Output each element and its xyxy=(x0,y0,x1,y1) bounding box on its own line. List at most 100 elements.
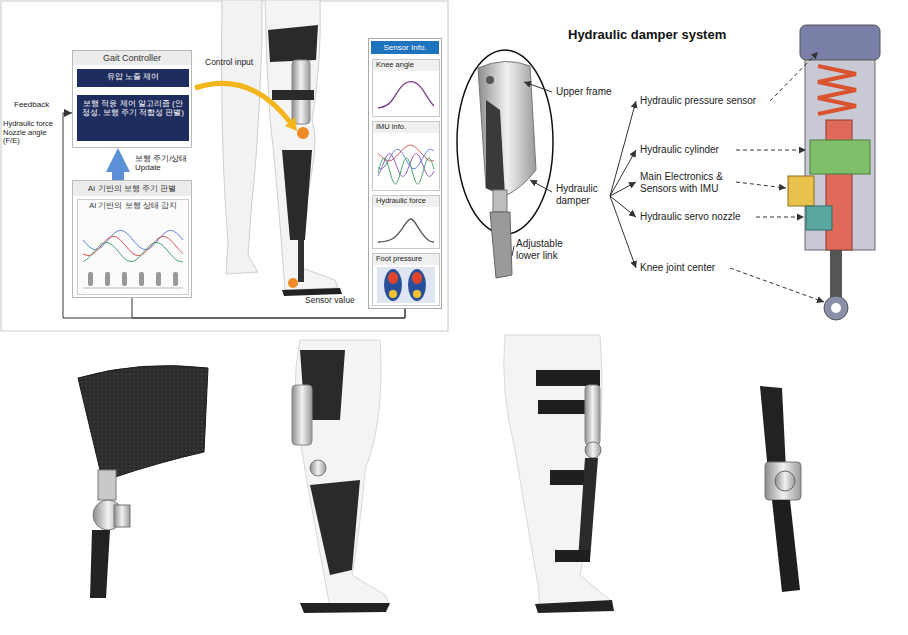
imu-curve xyxy=(378,153,434,176)
carbon-cuff xyxy=(78,366,208,478)
lower-bar xyxy=(90,530,110,598)
foot-map xyxy=(384,269,402,301)
pressure-spot xyxy=(412,272,422,284)
servo-nozzle xyxy=(806,206,832,230)
process-box: 보행 적응 제어 알고리즘 (안정성, 보행 주기 적합성 판별) xyxy=(77,95,189,141)
damper xyxy=(292,385,312,445)
shin-shell xyxy=(310,480,360,575)
knee-curve xyxy=(378,81,434,107)
render-leg-side xyxy=(292,340,390,613)
leader-line xyxy=(524,82,552,92)
pressure-spot xyxy=(388,272,398,284)
shin-bar xyxy=(578,458,598,560)
cap xyxy=(800,25,880,60)
leader-line xyxy=(610,196,636,268)
strap xyxy=(555,550,590,562)
strap xyxy=(536,370,600,386)
hinge-block xyxy=(765,462,801,500)
signal-label: Control input xyxy=(205,58,267,68)
left-leg xyxy=(222,0,262,274)
leg xyxy=(504,335,612,611)
hinge xyxy=(493,190,507,212)
eye-hole xyxy=(831,303,841,313)
damper-body xyxy=(478,61,536,196)
lower-link xyxy=(490,212,512,278)
imu-curve xyxy=(378,149,434,168)
part-label: Main Electronics & Sensors with IMU xyxy=(640,171,740,194)
signal-label: Hydraulic force Nozzle angle (F/E) xyxy=(3,120,59,146)
foot-plate xyxy=(282,288,342,296)
hinge xyxy=(585,442,601,458)
part-label: Knee joint center xyxy=(640,262,770,274)
ankle-sensor xyxy=(288,278,298,288)
right-leg xyxy=(265,0,338,290)
node-text: Gait Controller xyxy=(73,51,191,65)
dashed-arrows xyxy=(730,52,824,302)
bracket xyxy=(98,470,116,500)
foot-map xyxy=(408,269,426,301)
gait-curve xyxy=(83,242,183,261)
node-text: Foot pressure xyxy=(373,254,439,265)
sensor-block xyxy=(788,176,814,206)
ankle-bar xyxy=(298,240,304,282)
leader-line xyxy=(756,217,804,218)
leg-figure xyxy=(222,0,342,296)
strap xyxy=(272,90,314,100)
part-label: Hydraulic pressure sensor xyxy=(640,95,775,107)
node-text: Knee angle xyxy=(373,60,439,71)
node-text: 보행 적응 제어 알고리즘 (안정성, 보행 주기 적합성 판별) xyxy=(77,95,189,121)
signal-label: Feedback xyxy=(14,100,58,109)
leader-line xyxy=(730,268,824,302)
highlight-ellipse xyxy=(457,50,553,234)
force-chart xyxy=(375,208,437,248)
connector xyxy=(112,166,124,180)
imu-curve xyxy=(378,158,434,184)
part-label: Hydraulic damper xyxy=(556,183,608,206)
sensor-card: Foot pressure xyxy=(372,253,440,306)
part-label: Hydraulic servo nozzle xyxy=(640,211,770,223)
gait-phase-icon xyxy=(88,272,93,286)
shin-shell xyxy=(282,150,312,240)
electronics xyxy=(810,140,870,174)
knee-sensor xyxy=(297,127,309,139)
render-cuff xyxy=(78,366,208,598)
node-text: AI 기반의 보행 주기 판별 xyxy=(73,181,191,196)
rod xyxy=(830,250,842,298)
spring xyxy=(818,66,856,114)
leader-line xyxy=(736,182,786,188)
lower-bar xyxy=(772,500,800,592)
control-arrow-head xyxy=(285,117,297,131)
hinge xyxy=(310,460,326,476)
gait-phase-icon xyxy=(156,272,161,286)
node-text: Sensor Info. xyxy=(371,41,439,54)
gait-phase-icon xyxy=(139,272,144,286)
axis xyxy=(83,287,183,288)
node-text: 유압 노즐 제어 xyxy=(77,69,189,84)
sensor-panel: Sensor Info.Knee angleIMU info.Hydraulic… xyxy=(368,38,442,309)
control-arrow xyxy=(195,83,290,122)
thigh-cuff xyxy=(268,25,318,62)
node-text: AI 기반의 보행 상태 감지 xyxy=(78,200,188,213)
leader-line xyxy=(530,180,552,192)
gait-phase-icon xyxy=(105,272,110,286)
leg xyxy=(295,340,390,608)
connector xyxy=(132,298,405,318)
foot-plate xyxy=(300,603,390,613)
process-box: 유압 노즐 제어 xyxy=(77,69,189,87)
damper-side xyxy=(486,100,505,196)
force-curve xyxy=(378,219,434,242)
pressure-spot xyxy=(413,290,421,298)
gait-phase-icon xyxy=(122,272,127,286)
rod-eye xyxy=(824,296,848,320)
ai-detect-box: AI 기반의 보행 상태 감지 xyxy=(77,199,189,295)
ai-box: AI 기반의 보행 주기 판별 AI 기반의 보행 상태 감지 xyxy=(72,180,192,298)
foot-chart xyxy=(375,266,437,304)
part-label: Adjustable lower link xyxy=(516,238,576,261)
pivot-hole xyxy=(486,76,494,84)
hinge xyxy=(775,471,795,491)
leader-line xyxy=(610,182,636,196)
controller-box: Gait Controller 유압 노즐 제어보행 적응 제어 알고리즘 (안정… xyxy=(72,50,192,148)
sensor-card: Knee angle xyxy=(372,59,440,117)
part-label: Hydraulic cylinder xyxy=(640,144,770,156)
